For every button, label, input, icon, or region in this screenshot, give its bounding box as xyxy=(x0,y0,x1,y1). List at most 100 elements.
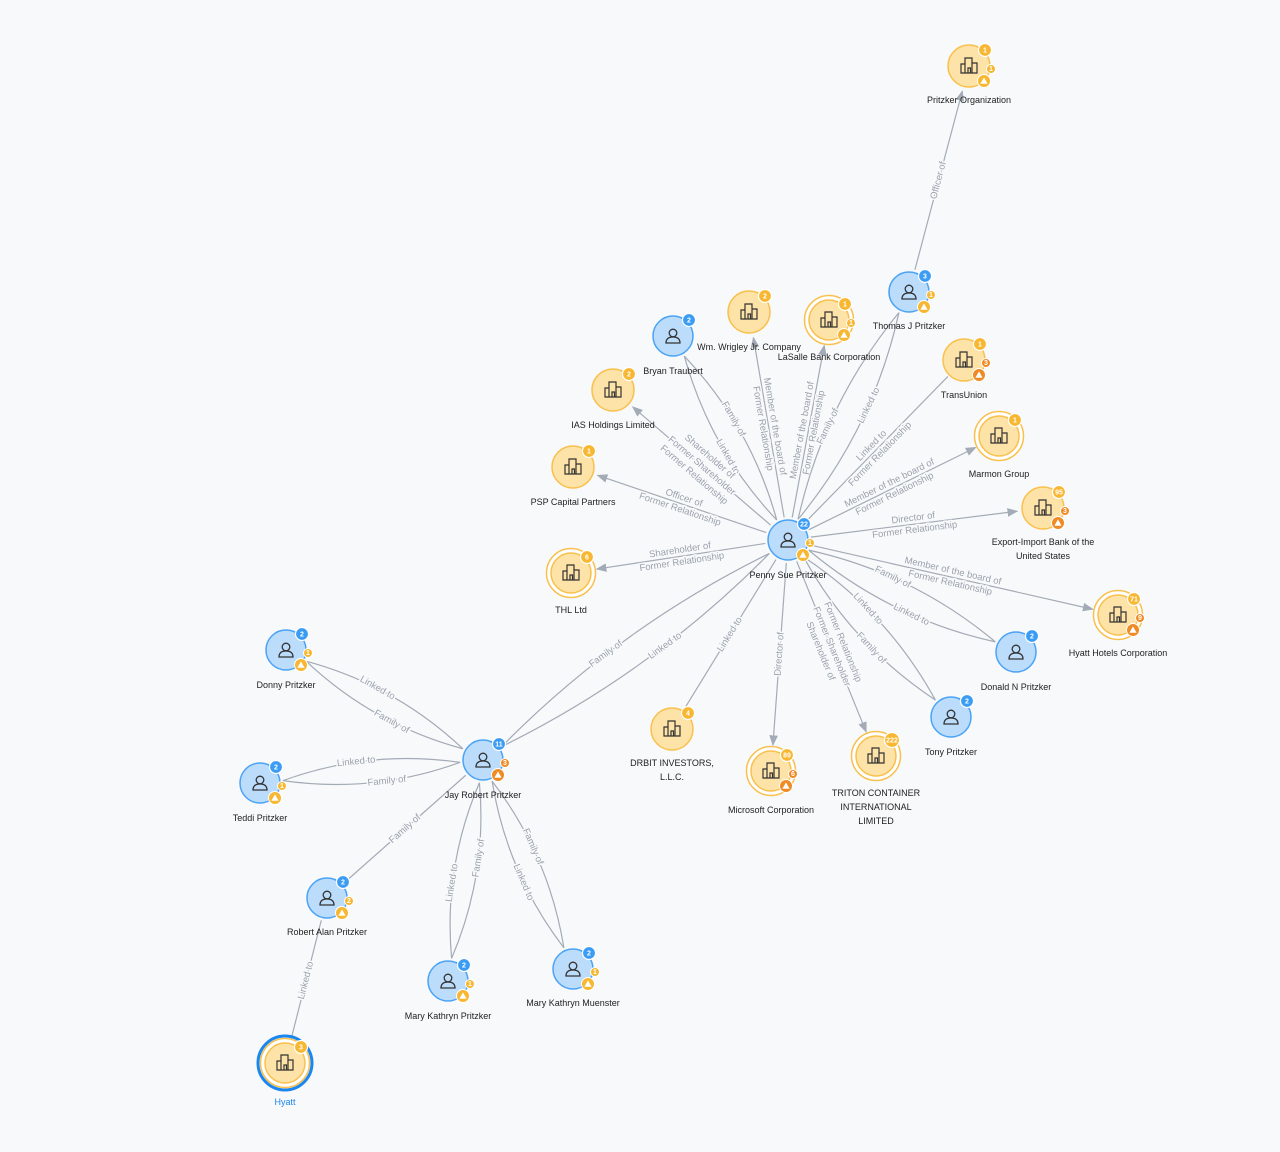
relationship-edge[interactable] xyxy=(595,542,766,572)
risk-count-badge: 1 xyxy=(926,290,936,300)
svg-text:1: 1 xyxy=(978,342,982,349)
relationship-edge[interactable] xyxy=(750,336,785,518)
relationship-edge[interactable] xyxy=(451,782,482,959)
relationship-edge[interactable] xyxy=(803,556,936,701)
connection-count-badge: 2 xyxy=(268,759,284,775)
node-label: Donny Pritzker xyxy=(256,680,315,690)
svg-text:1: 1 xyxy=(849,320,853,327)
relationship-edge[interactable] xyxy=(449,782,480,959)
relationship-edge[interactable] xyxy=(305,660,464,750)
relationship-edge[interactable] xyxy=(797,312,900,520)
svg-text:95: 95 xyxy=(1055,490,1063,497)
svg-text:2: 2 xyxy=(462,963,466,970)
warning-icon xyxy=(1051,516,1065,530)
building-icon xyxy=(762,762,780,779)
relationship-edge[interactable] xyxy=(810,508,1019,538)
relationship-edge[interactable] xyxy=(803,376,949,524)
node-label: IAS Holdings Limited xyxy=(571,420,655,430)
relationship-edge[interactable] xyxy=(683,355,778,521)
svg-text:9: 9 xyxy=(1138,615,1142,622)
edge-label: Linked to xyxy=(851,591,885,627)
connection-count-badge: 1 xyxy=(977,42,993,58)
relationship-edge[interactable] xyxy=(596,474,767,534)
warning-icon xyxy=(972,368,986,382)
edge-label: Family of xyxy=(470,838,487,878)
svg-text:2: 2 xyxy=(965,699,969,706)
relationship-edge[interactable] xyxy=(803,556,936,701)
svg-text:4: 4 xyxy=(686,711,690,718)
person-icon xyxy=(440,973,456,989)
warning-icon xyxy=(335,906,349,920)
relationship-edge[interactable] xyxy=(631,406,771,526)
building-icon xyxy=(1109,606,1127,623)
company-node-wrigley[interactable]: 2Wm. Wrigley Jr. Company xyxy=(697,288,801,353)
relationship-edge[interactable] xyxy=(491,781,565,949)
svg-text:3: 3 xyxy=(1063,508,1067,515)
node-label: Microsoft Corporation xyxy=(728,805,814,815)
relationship-edge[interactable] xyxy=(808,549,996,643)
node-label: PSP Capital Partners xyxy=(531,497,616,507)
relationship-edge[interactable] xyxy=(810,544,1094,612)
edge-label: Family of xyxy=(873,564,913,591)
relationship-edge[interactable] xyxy=(343,774,467,884)
svg-text:89: 89 xyxy=(783,753,791,760)
relationship-edge[interactable] xyxy=(683,559,777,710)
svg-text:2: 2 xyxy=(763,294,767,301)
warning-icon xyxy=(268,791,282,805)
relationship-edge[interactable] xyxy=(491,780,565,948)
relationship-edge[interactable] xyxy=(797,312,900,520)
connection-count-badge: 222 xyxy=(883,731,901,749)
svg-text:3: 3 xyxy=(923,274,927,281)
node-label: DRBIT INVESTORS, xyxy=(630,758,714,768)
warning-icon xyxy=(581,977,595,991)
relationship-edge[interactable] xyxy=(501,553,770,748)
warning-icon xyxy=(456,989,470,1003)
connection-count-badge: 1 xyxy=(837,296,853,312)
warning-icon xyxy=(977,74,991,88)
svg-text:1: 1 xyxy=(280,783,284,790)
relationship-edge[interactable] xyxy=(914,90,965,270)
relationship-edge[interactable] xyxy=(282,761,461,786)
relationship-edge[interactable] xyxy=(769,562,787,747)
relationship-edge[interactable] xyxy=(791,344,827,518)
relationship-edge[interactable] xyxy=(808,549,996,643)
node-label: Mary Kathryn Muenster xyxy=(526,998,620,1008)
risk-count-badge: 3 xyxy=(1060,506,1070,516)
relationship-edge[interactable] xyxy=(683,355,778,521)
relationship-edge[interactable] xyxy=(808,446,977,531)
relationship-edge[interactable] xyxy=(305,660,464,750)
relationship-edge[interactable] xyxy=(796,561,867,733)
building-icon xyxy=(1034,499,1052,516)
person-icon xyxy=(780,532,796,548)
svg-text:2: 2 xyxy=(347,898,351,905)
relationship-edge[interactable] xyxy=(501,552,770,747)
connection-count-badge: 2 xyxy=(294,626,310,642)
relationship-edge[interactable] xyxy=(282,757,461,782)
relationship-edge[interactable] xyxy=(290,920,322,1041)
